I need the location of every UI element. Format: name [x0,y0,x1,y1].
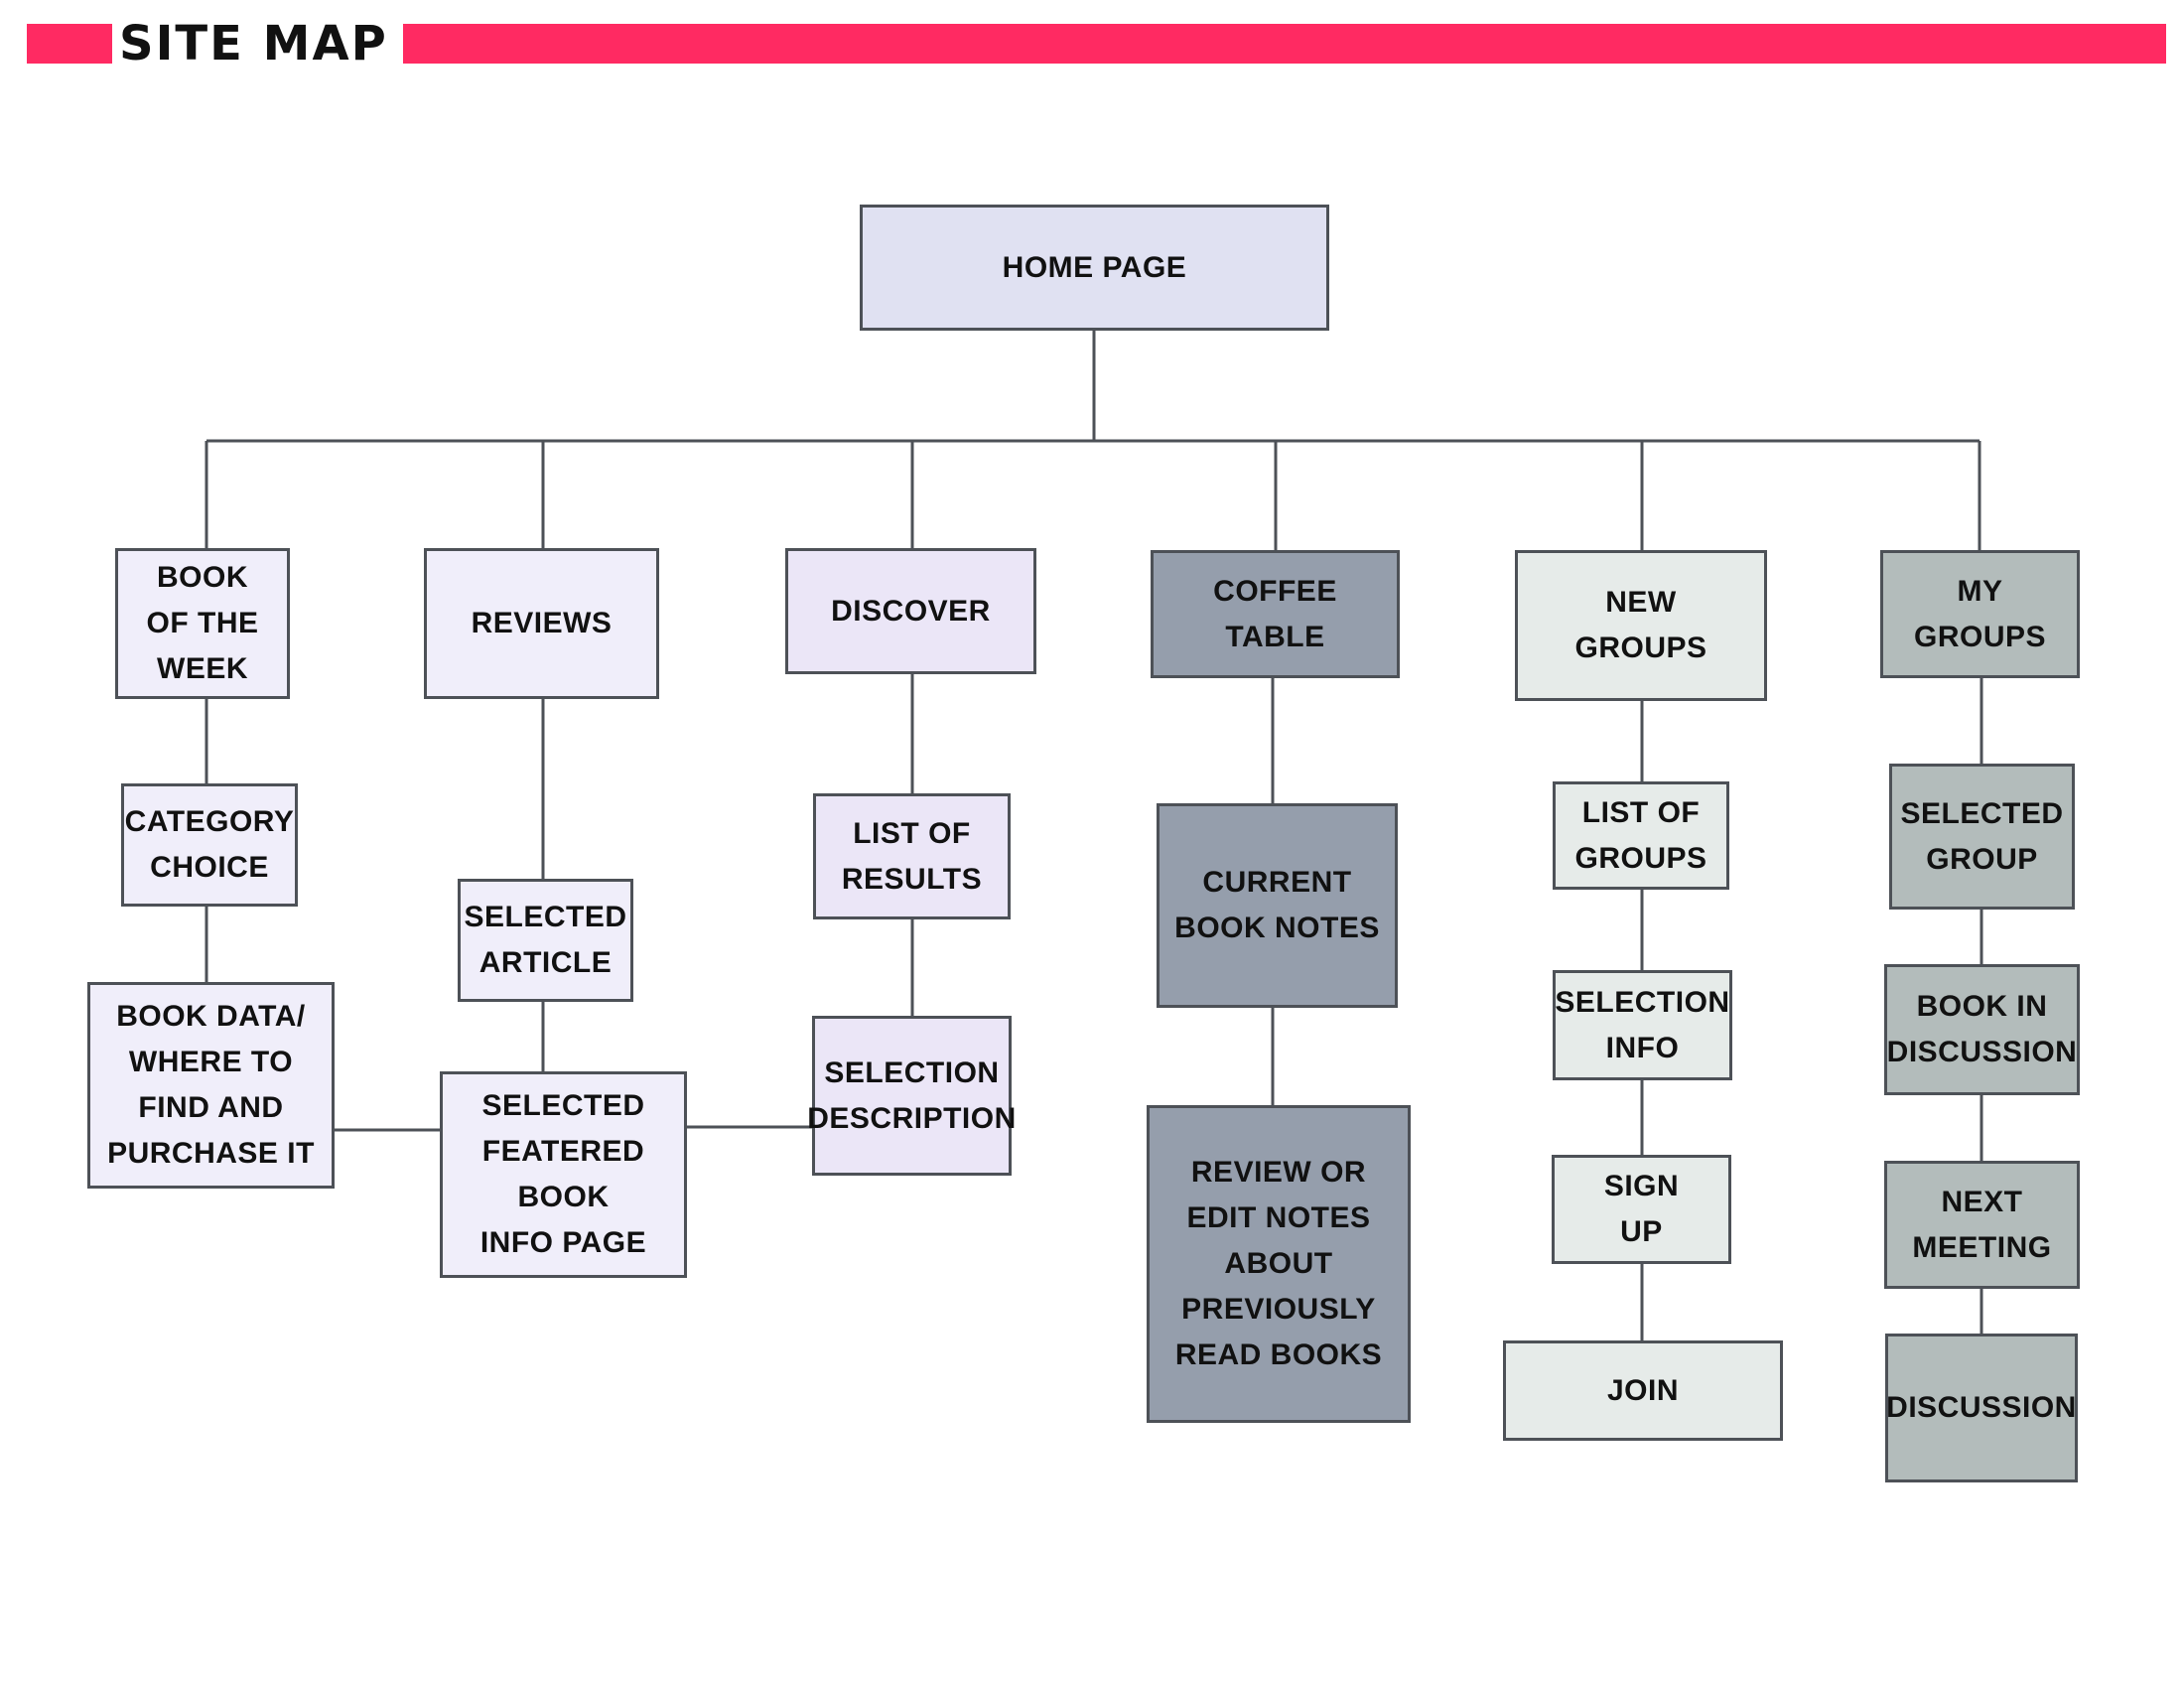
node-list-of-results-label: LIST OF RESULTS [841,816,983,896]
node-discussion-label: DISCUSSION [1886,1391,2077,1424]
node-review-notes-label: REVIEW OR EDIT NOTES ABOUT PREVIOUSLY RE… [1174,1156,1383,1371]
node-book-in-discussion-label: BOOK IN DISCUSSION [1886,990,2078,1068]
node-book-of-the-week: BOOK OF THE WEEK [115,548,290,699]
node-join-label: JOIN [1606,1373,1680,1407]
node-coffee-table: COFFEE TABLE [1151,550,1400,678]
node-current-book-notes-label: CURRENT BOOK NOTES [1174,866,1380,944]
node-sign-up-label: SIGN UP [1603,1170,1680,1248]
node-selected-featured-book-label: SELECTED FEATERED BOOK INFO PAGE [479,1089,647,1259]
page-title: SITE MAP [119,16,388,71]
node-selection-description-label: SELECTION DESCRIPTION [807,1055,1017,1135]
node-selected-featured-book: SELECTED FEATERED BOOK INFO PAGE [440,1071,687,1278]
node-category-choice-label: CATEGORY CHOICE [124,805,295,884]
node-my-groups: MY GROUPS [1880,550,2080,678]
node-coffee-table-label: COFFEE TABLE [1213,574,1337,653]
node-new-groups-label: NEW GROUPS [1574,586,1707,664]
node-selection-info: SELECTION INFO [1553,970,1732,1080]
node-sign-up: SIGN UP [1552,1155,1731,1264]
node-selected-group-label: SELECTED GROUP [1900,796,2064,876]
node-selected-article-label: SELECTED ARTICLE [464,901,627,979]
node-book-of-the-week-label: BOOK OF THE WEEK [146,561,259,685]
node-join: JOIN [1503,1340,1783,1441]
node-review-notes: REVIEW OR EDIT NOTES ABOUT PREVIOUSLY RE… [1147,1105,1411,1423]
node-my-groups-label: MY GROUPS [1913,574,2047,653]
node-reviews-label: REVIEWS [471,607,613,639]
node-selected-article: SELECTED ARTICLE [458,879,633,1002]
header-accent-bar-left [27,24,112,64]
node-new-groups: NEW GROUPS [1515,550,1767,701]
node-category-choice: CATEGORY CHOICE [121,783,298,907]
node-list-of-results: LIST OF RESULTS [813,793,1011,919]
node-list-of-groups: LIST OF GROUPS [1553,781,1729,890]
node-book-in-discussion: BOOK IN DISCUSSION [1884,964,2080,1095]
node-home-page: HOME PAGE [860,205,1329,331]
node-selection-description: SELECTION DESCRIPTION [807,1016,1016,1176]
node-next-meeting-label: NEXT MEETING [1912,1185,2052,1264]
node-next-meeting: NEXT MEETING [1884,1161,2080,1289]
node-discussion: DISCUSSION [1885,1334,2078,1482]
node-book-data-label: BOOK DATA/ WHERE TO FIND AND PURCHASE IT [107,1000,315,1170]
node-selected-group: SELECTED GROUP [1889,764,2075,910]
node-current-book-notes: CURRENT BOOK NOTES [1157,803,1398,1008]
node-selection-info-label: SELECTION INFO [1555,985,1730,1064]
node-list-of-groups-label: LIST OF GROUPS [1574,795,1707,875]
header-accent-bar-right [403,24,2166,64]
node-book-data: BOOK DATA/ WHERE TO FIND AND PURCHASE IT [87,982,335,1189]
node-reviews: REVIEWS [424,548,659,699]
node-discover: DISCOVER [785,548,1036,674]
node-discover-label: DISCOVER [831,594,991,628]
node-home-page-label: HOME PAGE [1002,250,1187,284]
